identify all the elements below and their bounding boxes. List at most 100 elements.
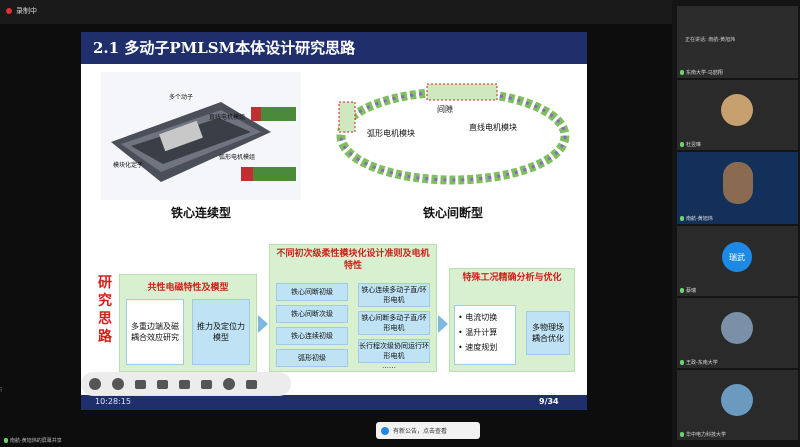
label-multi-mover: 多个动子 [169, 94, 194, 101]
pen-icon[interactable] [135, 379, 146, 389]
panel2-left-item-1: 铁心间断初级 [276, 283, 348, 301]
shared-slide: 2.1 多动子PMLSM本体设计研究思路 多个动子 直线电机模组 弧形电机模组 … [81, 32, 587, 410]
panel3-cell-multiphysics: 多物理场耦合优化 [526, 311, 570, 355]
mic-icon [680, 288, 684, 293]
mic-icon [4, 438, 8, 443]
participant-tile-1[interactable]: 正在讲话: 南航-黄旭炜 东南大学-马喆翔 [677, 6, 798, 78]
bullet-temp-rise: 温升计算 [465, 328, 498, 337]
participant-tile-2[interactable]: 杜昱琳 [677, 80, 798, 150]
slide-footer: 10:28:15 9/34 [81, 395, 587, 410]
participant-name-6: 华中电力科技大学 [677, 431, 726, 438]
announcement-text: 有新公告，点击查看 [393, 428, 448, 435]
avatar-initials: 瑞武 [722, 242, 752, 272]
side-title: 研 究 思 路 [95, 274, 115, 346]
panel3-bullet-3: • 速度规划 [458, 343, 498, 352]
panel3-bullet-list: • 电流切换 • 温升计算 • 速度规划 [454, 305, 516, 365]
side-handle-icon[interactable]: ⁝ [0, 386, 3, 394]
discontinuous-core-illustration: 间隙 弧形电机模块 直线电机模块 [333, 80, 573, 188]
side-char-4: 路 [98, 329, 112, 345]
side-char-3: 思 [98, 311, 112, 327]
arrow-right-icon-2 [438, 315, 448, 333]
panel2-ellipsis: …… [382, 362, 396, 370]
record-dot-icon [6, 8, 12, 14]
label-linear-module: 直线电机模组 [209, 114, 246, 121]
participant-label-5: 王政-东南大学 [686, 360, 718, 366]
slide-title: 2.1 多动子PMLSM本体设计研究思路 [81, 32, 587, 64]
fullscreen-icon[interactable] [157, 379, 168, 389]
footer-time: 10:28:15 [95, 397, 131, 406]
panel3-title: 特殊工况精确分析与优化 [462, 273, 562, 283]
participant-name-2: 杜昱琳 [677, 141, 701, 148]
panel2-left-item-2: 铁心间断次级 [276, 305, 348, 323]
video-feed [723, 162, 753, 204]
caption-discontinuous-core: 铁心间断型 [422, 206, 483, 220]
mic-icon [680, 432, 684, 437]
screen-share-label: 南航-黄旭炜的屏幕共享 [4, 437, 62, 444]
panel2-right-item-1: 铁心连续多动子直/环形电机 [358, 283, 430, 307]
participant-label-4: 蔡瑞 [686, 288, 697, 294]
collapse-icon[interactable] [246, 379, 257, 389]
participant-name-3: 南航-黄旭炜 [677, 215, 713, 222]
arrow-right-icon [258, 315, 268, 333]
panel2-left-item-3: 铁心连续初级 [276, 327, 348, 345]
discontinuous-core-svg [336, 83, 570, 185]
avatar [721, 312, 753, 344]
participant-tile-6[interactable]: 华中电力科技大学 [677, 370, 798, 440]
subtitle-icon[interactable] [201, 379, 212, 389]
participant-label-3: 南航-黄旭炜 [686, 216, 713, 222]
mic-icon [680, 142, 684, 147]
panel1-title: 共性电磁特性及模型 [147, 283, 229, 293]
panel2-right-item-2: 铁心间断多动子直/环形电机 [358, 311, 430, 335]
participant-tile-5[interactable]: 王政-东南大学 [677, 298, 798, 368]
participant-name-1: 东南大学-马喆翔 [677, 69, 723, 76]
mic-icon [680, 70, 684, 75]
panel-common-em-model: 共性电磁特性及模型 多重边端及磁耦合效应研究 推力及定位力模型 [119, 274, 257, 372]
panel1-cell-multi-end: 多重边端及磁耦合效应研究 [126, 299, 184, 365]
bullet-speed-plan: 速度规划 [465, 343, 498, 352]
prev-slide-icon[interactable] [89, 378, 101, 390]
bullet-current-switch: 电流切换 [465, 313, 498, 322]
participant-name-4: 蔡瑞 [677, 287, 696, 294]
label-arc-motor-module: 弧形电机模块 [367, 129, 415, 138]
more-icon[interactable] [223, 378, 235, 390]
panel-special-conditions: 特殊工况精确分析与优化 • 电流切换 • 温升计算 • 速度规划 多物理场耦合优… [449, 268, 575, 372]
announcement-notice[interactable]: 有新公告，点击查看 [376, 422, 480, 439]
participant-label-6: 华中电力科技大学 [686, 432, 727, 438]
next-slide-icon[interactable] [112, 378, 124, 390]
participant-label-2: 杜昱琳 [686, 142, 702, 148]
panel2-left-item-4: 弧形初级 [276, 349, 348, 367]
camera-icon[interactable] [179, 379, 190, 389]
panel1-cell-thrust-model: 推力及定位力模型 [192, 299, 250, 365]
continuous-core-svg [111, 102, 296, 182]
panel2-right-item-3: 长行程次级协同运行环形电机 [358, 339, 430, 363]
panel3-bullet-1: • 电流切换 [458, 313, 498, 322]
avatar [721, 94, 753, 126]
participant-tile-3[interactable]: 南航-黄旭炜 [677, 152, 798, 224]
announcement-icon [381, 426, 389, 435]
top-bar [0, 0, 672, 24]
side-char-2: 究 [98, 293, 112, 309]
panel2-title: 不同初次级柔性模块化设计准则及电机特性 [276, 249, 430, 271]
active-speaker-banner: 正在讲话: 南航-黄旭炜 [685, 37, 736, 43]
label-arc-module: 弧形电机模组 [219, 154, 256, 161]
avatar [721, 384, 753, 416]
caption-continuous-core: 铁心连续型 [170, 206, 231, 220]
continuous-core-illustration: 多个动子 直线电机模组 弧形电机模组 模块化定子 [101, 72, 301, 200]
presentation-controls [81, 372, 291, 396]
label-modular-stator: 模块化定子 [113, 162, 144, 169]
page-number: 9/34 [539, 397, 559, 406]
mic-icon [680, 216, 684, 221]
participant-name-5: 王政-东南大学 [677, 359, 718, 366]
participant-label-1: 东南大学-马喆翔 [686, 70, 723, 76]
panel-modular-design: 不同初次级柔性模块化设计准则及电机特性 铁心间断初级 铁心间断次级 铁心连续初级… [269, 244, 437, 372]
mic-icon [680, 360, 684, 365]
bottom-bar: 南航-黄旭炜的屏幕共享 [0, 419, 672, 447]
participant-tile-4[interactable]: 瑞武 蔡瑞 [677, 226, 798, 296]
label-gap: 间隙 [437, 105, 453, 114]
side-char-1: 研 [98, 275, 112, 291]
recording-indicator[interactable]: 录制中 [6, 6, 37, 16]
recording-label: 录制中 [16, 7, 37, 15]
panel3-bullet-2: • 温升计算 [458, 328, 498, 337]
label-linear-motor-module: 直线电机模块 [469, 123, 517, 132]
screen-share-owner: 南航-黄旭炜的屏幕共享 [10, 438, 62, 444]
